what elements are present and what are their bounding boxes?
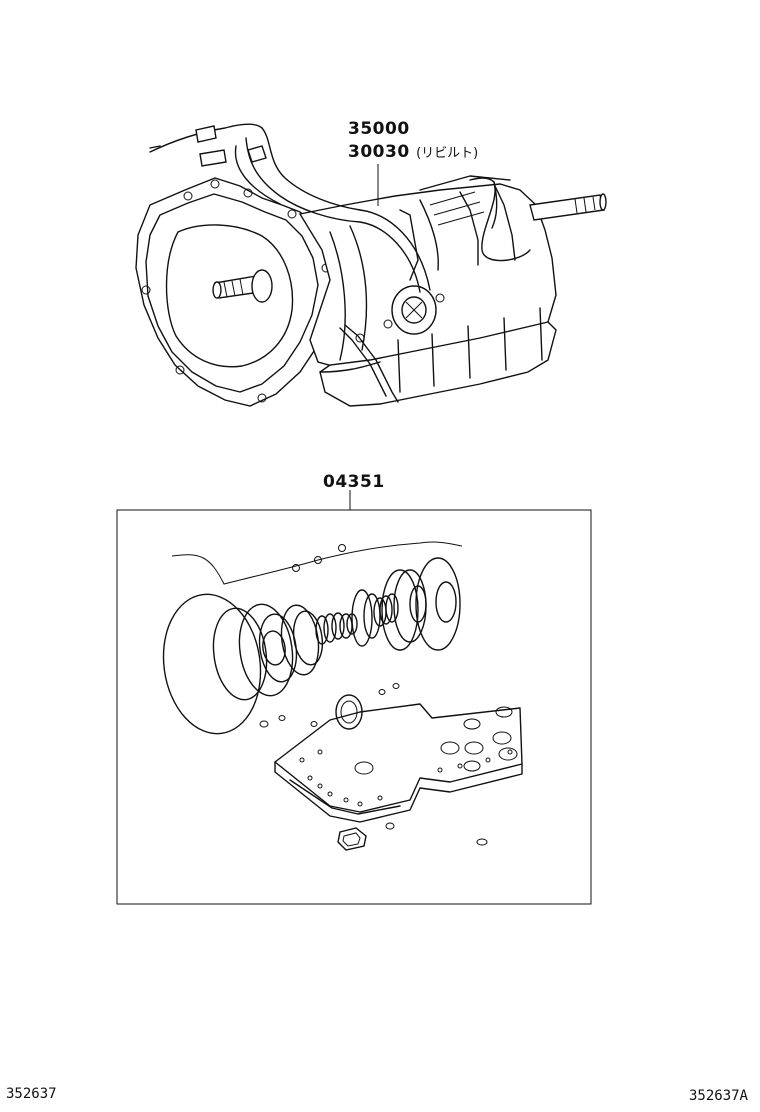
- valve-body-gaskets: [274, 703, 523, 823]
- rebuilt-note: (リビルト): [416, 146, 479, 161]
- filter-gasket: [337, 827, 367, 851]
- input-shaft: [212, 269, 273, 303]
- wiring-harness: [149, 123, 531, 293]
- gasket-kit-frame: [116, 509, 592, 905]
- oil-pan: [319, 307, 557, 407]
- illustration-ref-right: 352637A: [688, 1088, 748, 1104]
- sealing-rings: [315, 557, 461, 651]
- output-shaft: [529, 193, 607, 221]
- part-number-30030[interactable]: 30030 (リビルト): [348, 142, 478, 162]
- piston-seals: [162, 593, 324, 735]
- gasket-kit-illustration: [116, 490, 592, 905]
- part-number-35000[interactable]: 35000: [348, 119, 410, 139]
- illustration-ref-left: 352637: [6, 1086, 57, 1102]
- part-number-04351[interactable]: 04351: [323, 472, 385, 492]
- transmission-assembly-illustration: [135, 123, 607, 407]
- part-number-30030-text: 30030: [348, 142, 410, 162]
